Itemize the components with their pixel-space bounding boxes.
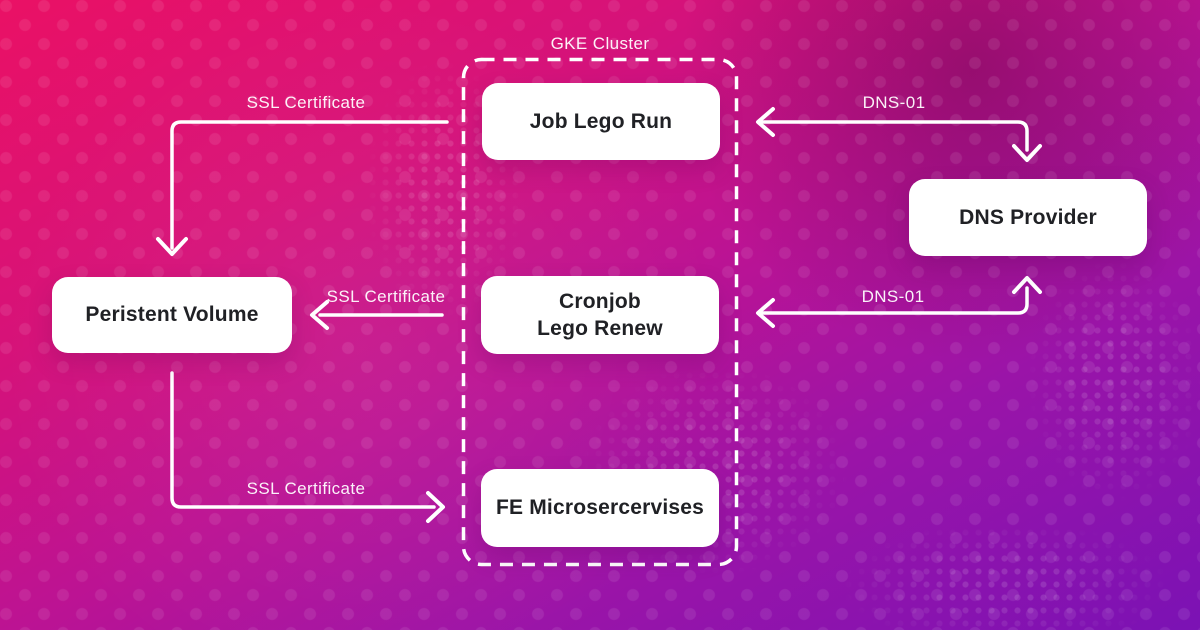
arrow-job-to-volume bbox=[156, 120, 449, 256]
node-job-lego-run: Job Lego Run bbox=[482, 83, 720, 160]
arrow-cronjob-dns bbox=[756, 276, 1042, 328]
node-cronjob-lego-renew: Cronjob Lego Renew bbox=[481, 276, 719, 354]
edge-label-ssl-certificate-cronjob-volume: SSL Certificate bbox=[326, 287, 446, 306]
node-fe-microservices: FE Microsercervises bbox=[481, 469, 719, 547]
edge-label-dns01-job-dns: DNS-01 bbox=[862, 93, 926, 112]
arrow-volume-to-fe bbox=[170, 371, 445, 523]
arrow-job-dns bbox=[756, 107, 1042, 162]
node-fe-microservices-label: FE Microsercervises bbox=[495, 496, 705, 520]
node-persistent-volume-label: Peristent Volume bbox=[85, 303, 259, 327]
node-dns-provider: DNS Provider bbox=[909, 179, 1147, 256]
arrow-cronjob-to-volume bbox=[310, 300, 444, 330]
node-cronjob-lego-renew-label: Cronjob Lego Renew bbox=[537, 289, 663, 340]
edge-label-dns01-cronjob-dns: DNS-01 bbox=[861, 287, 925, 306]
gke-cluster-label: GKE Cluster bbox=[550, 34, 650, 53]
node-dns-provider-label: DNS Provider bbox=[959, 205, 1097, 229]
node-persistent-volume: Peristent Volume bbox=[52, 277, 292, 353]
gke-cluster-dashed-border bbox=[461, 57, 739, 567]
edge-label-ssl-certificate-job-volume: SSL Certificate bbox=[246, 93, 366, 112]
edge-label-ssl-certificate-volume-fe: SSL Certificate bbox=[246, 479, 366, 498]
node-job-lego-run-label: Job Lego Run bbox=[529, 109, 673, 133]
